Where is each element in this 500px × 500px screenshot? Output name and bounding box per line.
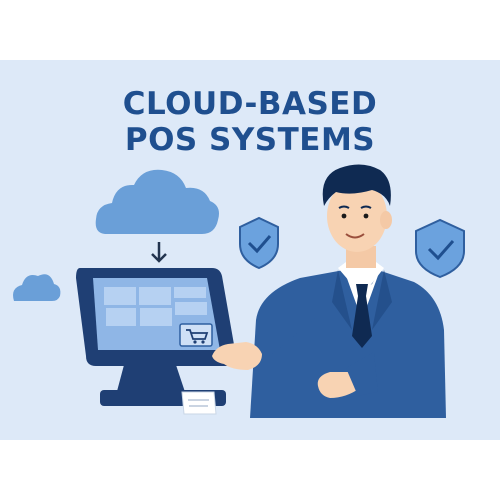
small-cloud-icon	[13, 274, 61, 301]
pointing-hand	[212, 342, 262, 370]
download-arrow-icon	[151, 242, 167, 263]
head	[327, 180, 387, 252]
screen-tiles	[104, 287, 207, 326]
necktie	[352, 284, 372, 348]
pos-terminal	[76, 268, 237, 415]
resting-hand	[317, 372, 362, 398]
shirt-collar	[338, 262, 384, 296]
headline-line-2: POS SYSTEMS	[124, 122, 376, 158]
businessman	[212, 164, 446, 418]
suit-arm	[256, 288, 318, 362]
shopping-cart-icon[interactable]	[179, 323, 213, 347]
cloud-icon	[95, 169, 219, 234]
receipt-icon	[181, 391, 217, 415]
shield-check-icon	[415, 218, 465, 279]
shield-check-icon	[239, 216, 279, 270]
headline-line-1: CLOUD-BASED	[122, 86, 378, 122]
headline: CLOUD-BASED POS SYSTEMS	[0, 86, 500, 158]
hair	[322, 164, 391, 206]
